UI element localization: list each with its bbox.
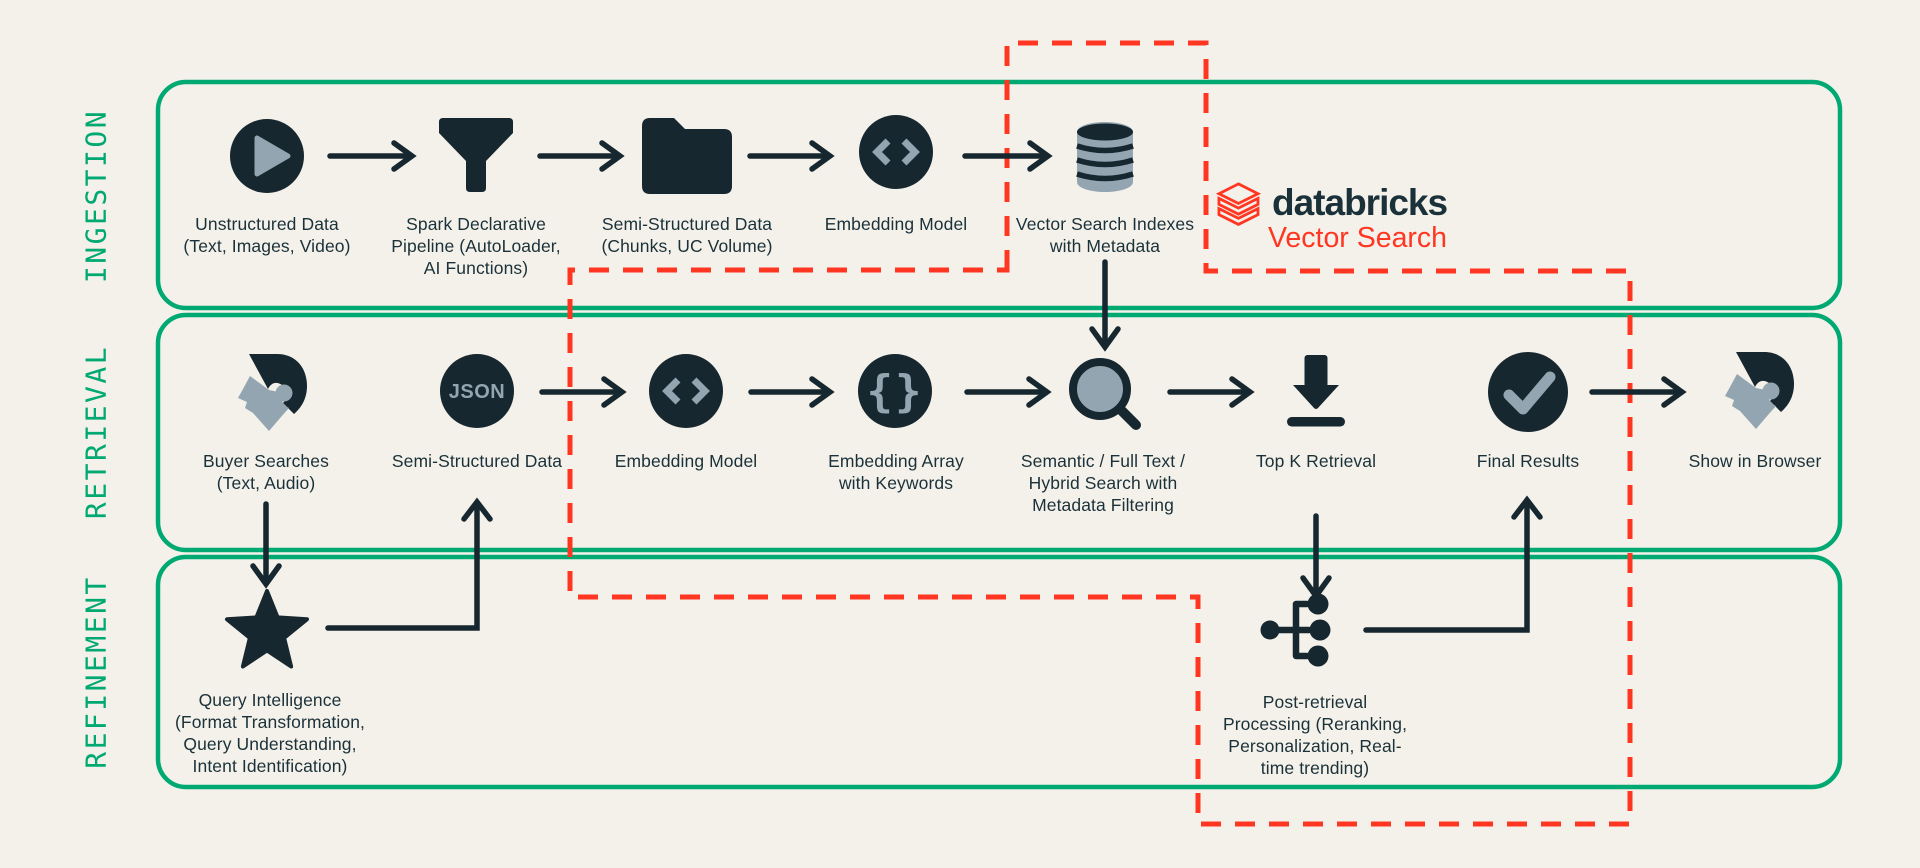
star-icon bbox=[225, 589, 309, 669]
arrow-elbow-star-to-json bbox=[325, 497, 493, 631]
arrow-right bbox=[539, 376, 627, 408]
arrow-right bbox=[747, 140, 835, 172]
section-label-retrieval: RETRIEVAL bbox=[79, 344, 113, 520]
section-label-ingestion: INGESTION bbox=[79, 108, 113, 284]
section-boxes bbox=[155, 79, 1843, 790]
arrow-right bbox=[748, 376, 835, 408]
check-icon bbox=[1488, 352, 1568, 432]
label-semi-structured-retrieval: Semi-Structured Data bbox=[391, 451, 563, 471]
vector-search-boundary-dashed-outline bbox=[567, 40, 1633, 827]
code-icon bbox=[859, 115, 933, 189]
label-hybrid-search: Semantic / Full Text / Hybrid Search wit… bbox=[1020, 451, 1186, 515]
databricks-logo-icon bbox=[1215, 182, 1262, 226]
json-icon: JSON bbox=[440, 354, 514, 428]
label-semi-structured-ingest: Semi-Structured Data (Chunks, UC Volume) bbox=[601, 214, 773, 256]
folder-icon bbox=[642, 118, 732, 194]
label-spark-pipeline: Spark Declarative Pipeline (AutoLoader, … bbox=[391, 214, 561, 278]
label-embedding-array: Embedding Array with Keywords bbox=[828, 451, 964, 493]
arrow-down-indexes-to-search bbox=[1089, 259, 1121, 352]
search-icon bbox=[1069, 358, 1141, 430]
databricks-brand-text: databricks bbox=[1272, 182, 1448, 223]
arrow-right bbox=[962, 140, 1053, 172]
persona-icon bbox=[1725, 352, 1794, 429]
vector-search-product-text: Vector Search bbox=[1268, 222, 1448, 254]
arrow-elbow-postretrieval-to-final bbox=[1363, 495, 1543, 633]
arrow-right bbox=[1167, 376, 1255, 408]
label-embedding-model-retrieval: Embedding Model bbox=[614, 451, 758, 471]
braces-glyph-text: {} bbox=[867, 366, 924, 417]
label-query-intelligence: Query Intelligence (Format Transformatio… bbox=[175, 690, 365, 776]
label-show-in-browser: Show in Browser bbox=[1688, 451, 1822, 471]
json-glyph-text: JSON bbox=[449, 381, 505, 403]
label-top-k-retrieval: Top K Retrieval bbox=[1255, 451, 1377, 471]
refinement-box bbox=[155, 554, 1843, 790]
database-icon bbox=[1076, 122, 1134, 192]
arrow-down-buyer-to-star bbox=[250, 501, 282, 589]
label-final-results: Final Results bbox=[1476, 451, 1580, 471]
arrow-right bbox=[964, 376, 1052, 408]
download-icon bbox=[1287, 355, 1345, 427]
flow-arrows bbox=[250, 140, 1687, 633]
arrow-right bbox=[537, 140, 625, 172]
label-embedding-model-ingest: Embedding Model bbox=[824, 214, 968, 234]
ingestion-box bbox=[155, 79, 1843, 311]
play-icon bbox=[230, 119, 304, 193]
funnel-icon bbox=[439, 118, 513, 192]
section-label-refinement: REFINEMENT bbox=[79, 575, 113, 769]
retrieval-box bbox=[155, 312, 1843, 553]
label-post-retrieval: Post-retrieval Processing (Reranking, Pe… bbox=[1222, 692, 1408, 778]
arrow-right bbox=[1589, 376, 1687, 408]
code-icon bbox=[649, 354, 723, 428]
arrow-right bbox=[327, 140, 417, 172]
label-buyer-searches: Buyer Searches (Text, Audio) bbox=[203, 451, 329, 493]
braces-icon: {} bbox=[858, 354, 932, 428]
persona-icon bbox=[238, 354, 307, 431]
label-vector-search-indexes: Vector Search Indexes with Metadata bbox=[1015, 214, 1195, 256]
label-unstructured-data: Unstructured Data (Text, Images, Video) bbox=[183, 214, 351, 256]
hierarchy-icon bbox=[1260, 593, 1331, 667]
